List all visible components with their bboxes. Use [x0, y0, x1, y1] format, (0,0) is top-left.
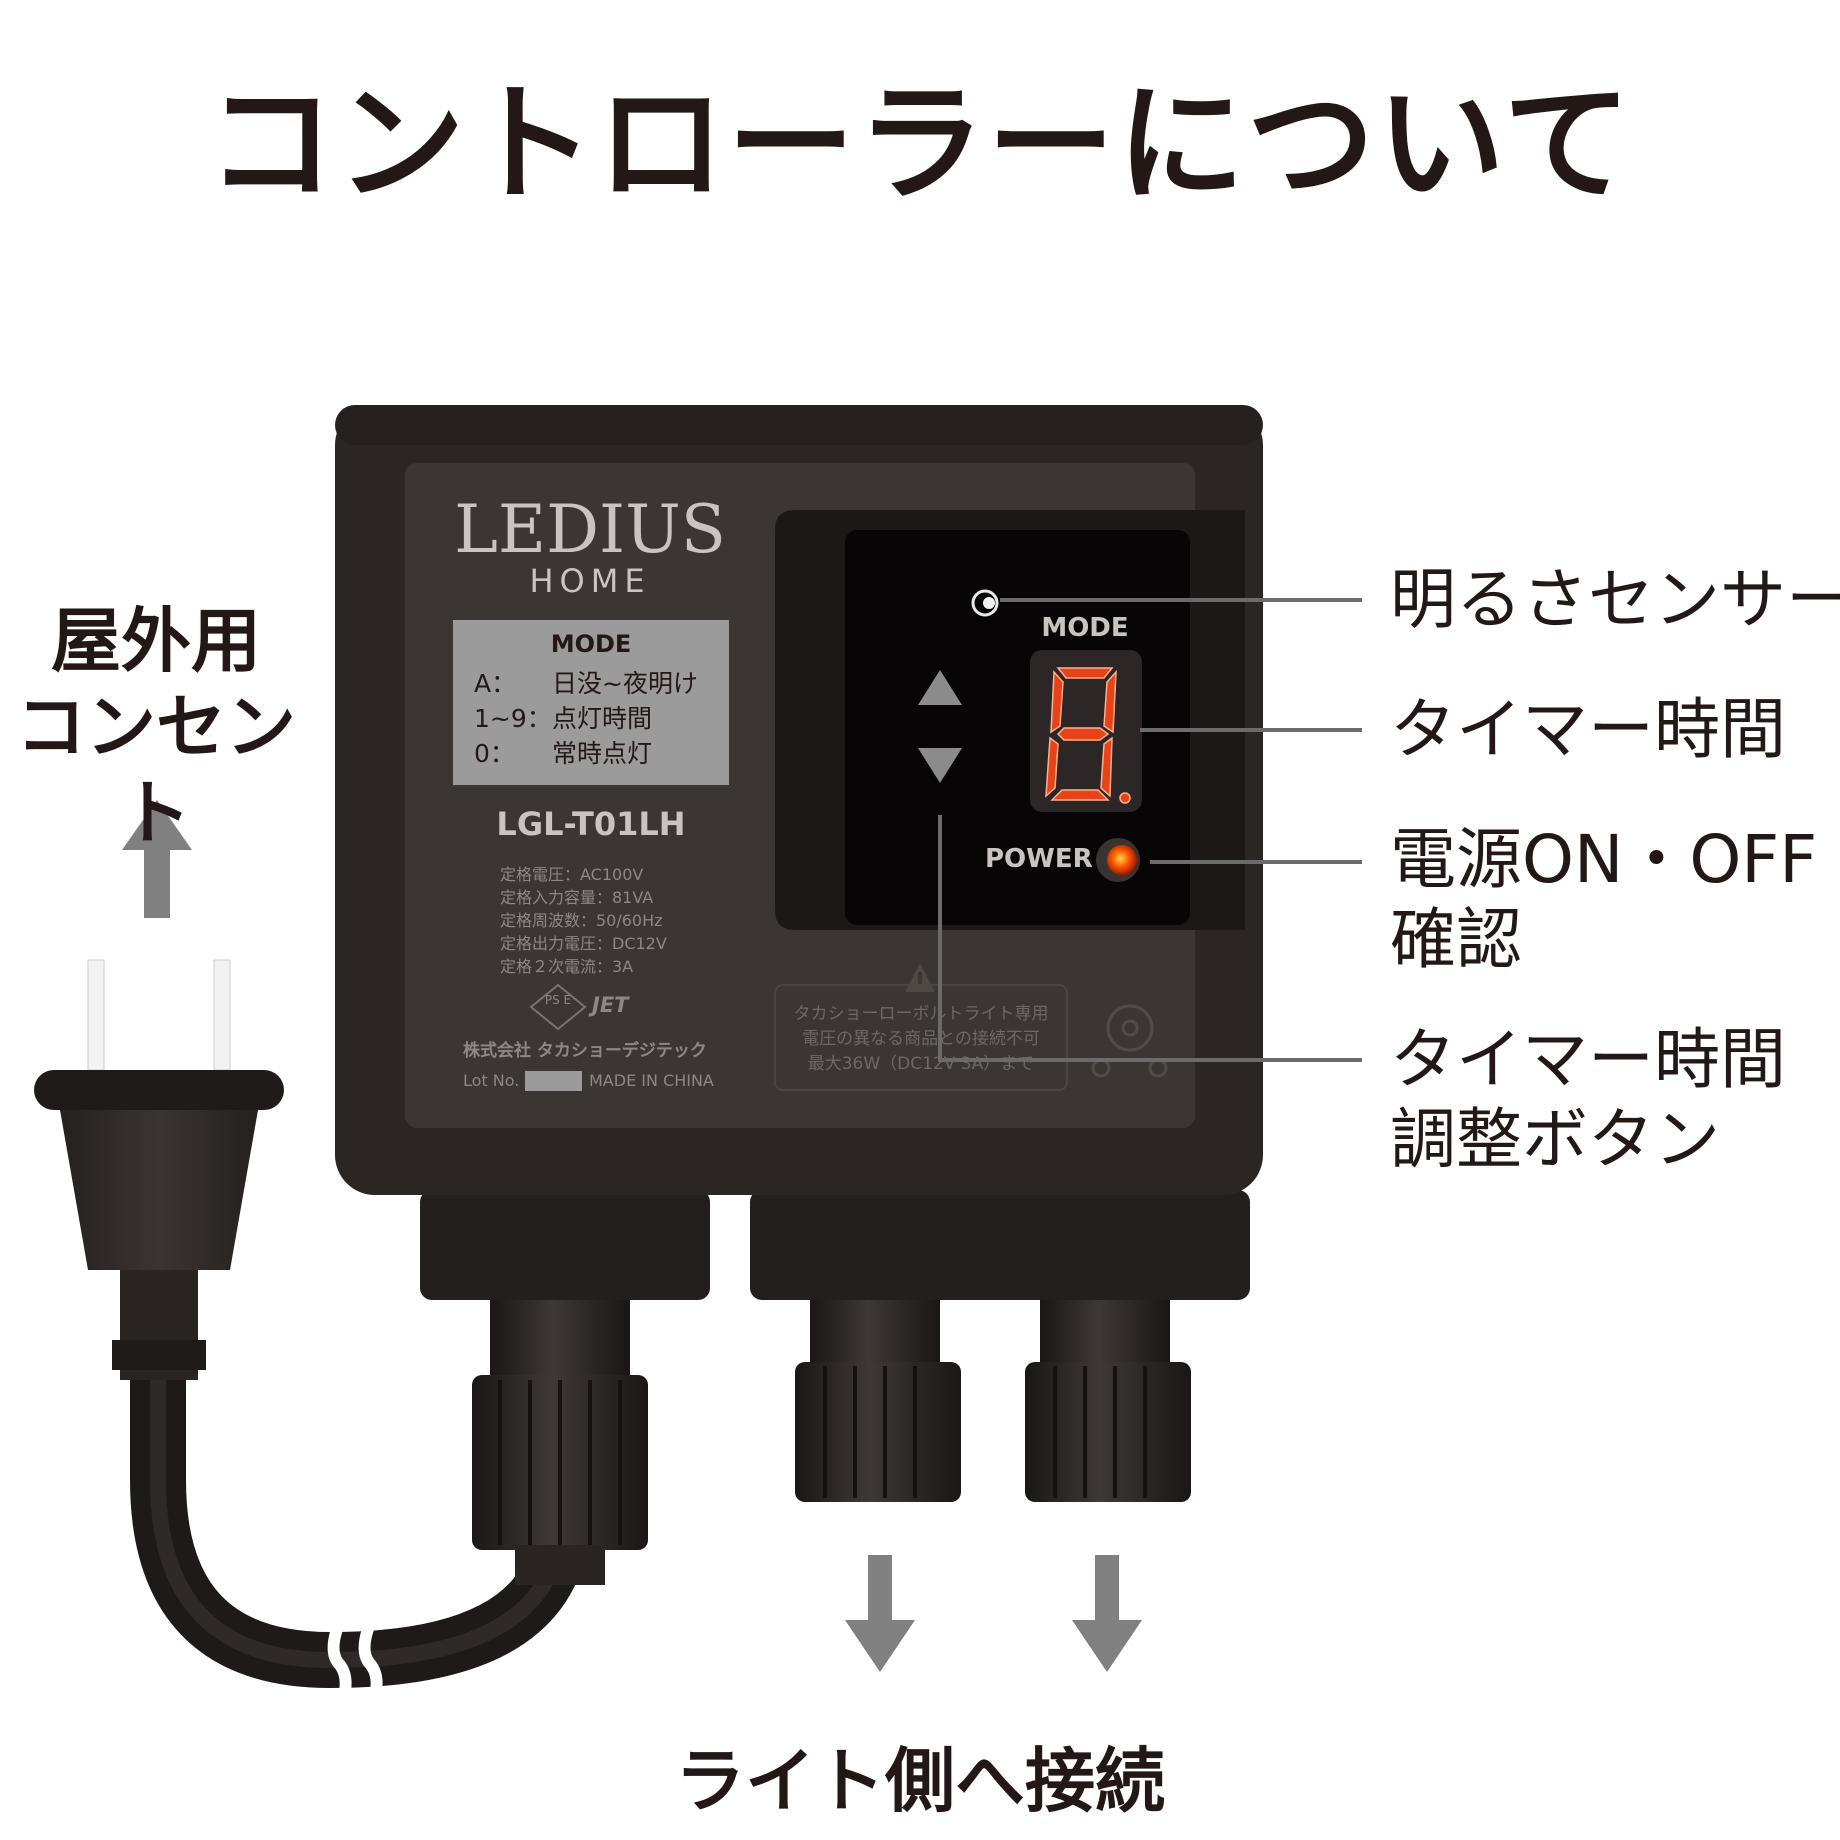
lot-number-box	[525, 1071, 582, 1091]
callout-timer-button: タイマー時間 調整ボタン	[1390, 1020, 1786, 1180]
timer-down-button[interactable]	[918, 748, 962, 783]
mode-heading: MODE	[550, 630, 632, 658]
control-display	[845, 530, 1190, 925]
made-in-label: MADE IN CHINA	[589, 1071, 714, 1090]
up-arrow-icon	[122, 800, 192, 918]
pse-mark-icon	[529, 983, 587, 1031]
callout-power-line: 電源ON・OFF	[1390, 821, 1818, 898]
lot-label: Lot No.	[463, 1071, 520, 1090]
mode-row-value: 日没~夜明け	[552, 669, 698, 698]
outlet-label-line: 屋外用	[51, 600, 261, 682]
mode-row-value: 常時点灯	[552, 739, 653, 768]
callout-timer-button-line: タイマー時間	[1390, 1021, 1786, 1098]
warning-line: タカショーローボルトライト専用	[793, 1004, 1049, 1024]
mode-row-key: 0：	[474, 739, 515, 768]
connector-right	[750, 1190, 1250, 1502]
spec-line: 定格電圧：AC100V	[500, 865, 644, 884]
pse-text: PS E	[544, 993, 572, 1007]
down-arrow-icon	[845, 1555, 915, 1672]
down-arrow-icon	[1072, 1555, 1142, 1672]
brand-logo: LEDIUS	[454, 491, 726, 568]
mode-panel	[453, 620, 729, 785]
jet-mark: JET	[592, 993, 629, 1017]
spec-list: 定格電圧：AC100V 定格入力容量：81VA 定格周波数：50/60Hz 定格…	[500, 863, 667, 978]
spec-line: 定格２次電流：3A	[500, 957, 634, 976]
page-title: コントローラーについて	[206, 70, 1634, 219]
mode-row-value: 点灯時間	[552, 704, 653, 733]
callout-brightness-sensor: 明るさセンサー	[1390, 561, 1840, 638]
callout-power-line: 確認	[1390, 901, 1522, 978]
callout-timer-time: タイマー時間	[1390, 691, 1786, 768]
mode-row-key: 1~9：	[474, 704, 552, 733]
warning-line: 電圧の異なる商品との接続不可	[802, 1029, 1040, 1049]
warning-text: タカショーローボルトライト専用 電圧の異なる商品との接続不可 最大36W（DC1…	[775, 1002, 1067, 1077]
maker-name: 株式会社 タカショーデジテック	[463, 1041, 707, 1061]
mode-button-label: MODE	[1041, 613, 1129, 643]
spec-line: 定格周波数：50/60Hz	[500, 911, 663, 930]
model-number: LGL-T01LH	[496, 805, 686, 843]
callout-power: 電源ON・OFF 確認	[1390, 820, 1817, 980]
timer-up-button[interactable]	[918, 670, 962, 705]
light-connection-label: ライト側へ接続	[675, 1740, 1165, 1822]
cable-break-mark	[324, 1607, 352, 1733]
power-plug	[34, 959, 284, 1380]
callout-timer-button-line: 調整ボタン	[1390, 1101, 1720, 1178]
mode-row: A： 日没~夜明け 1~9：点灯時間 0： 常時点灯	[474, 666, 698, 771]
brand-sub: HOME	[529, 562, 651, 600]
spec-line: 定格入力容量：81VA	[500, 888, 654, 907]
brightness-sensor-icon	[971, 589, 999, 617]
outlet-label-line: コンセント	[16, 686, 296, 854]
warning-line: 最大36W（DC12V 3A）まで	[807, 1054, 1035, 1074]
power-led-icon	[1107, 845, 1137, 875]
spec-line: 定格出力電圧：DC12V	[500, 934, 667, 953]
connector-left	[420, 1190, 710, 1585]
seven-segment-digit	[1045, 667, 1131, 804]
power-label: POWER	[985, 844, 1093, 874]
callout-lines	[938, 598, 1362, 1062]
mode-row-key: A：	[474, 669, 517, 698]
outlet-label: 屋外用 コンセント	[0, 598, 312, 856]
